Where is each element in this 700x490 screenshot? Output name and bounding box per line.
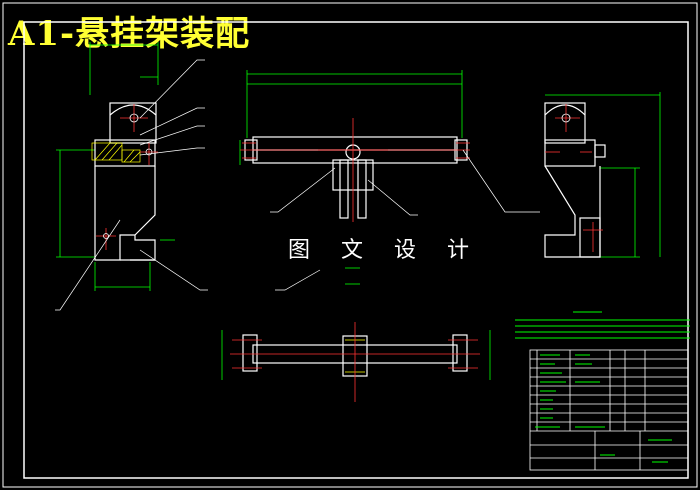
main-front-view xyxy=(239,70,540,291)
right-side-view xyxy=(544,92,661,258)
drawing-title: A1-悬挂架装配 xyxy=(8,14,251,54)
parts-list-table xyxy=(529,349,689,471)
technical-notes xyxy=(515,311,690,339)
parts-list-text-marks xyxy=(535,354,672,463)
top-view xyxy=(221,322,491,402)
drawing-frame xyxy=(23,21,689,479)
left-side-view xyxy=(55,42,208,311)
watermark-text: 图 文 设 计 xyxy=(288,238,481,263)
